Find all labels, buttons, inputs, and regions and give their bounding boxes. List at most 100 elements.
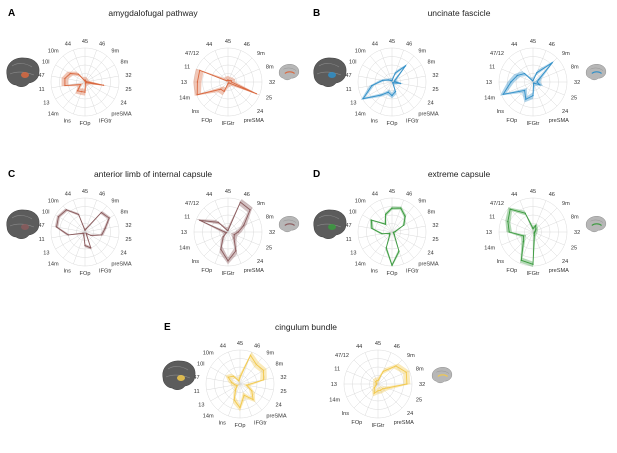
radar-point-9m [228, 79, 231, 82]
radar-point-ins [233, 399, 235, 401]
radar-spoke [519, 81, 534, 114]
tick-label-10l: 10l [42, 210, 49, 216]
radar-point-fop [525, 98, 527, 100]
radar-point-13 [223, 231, 226, 233]
tick-label-11: 11 [489, 64, 495, 70]
radar-point-9m [100, 211, 103, 214]
tick-label-13: 13 [181, 230, 187, 236]
radar-point-11 [507, 220, 509, 223]
brain-icon [279, 216, 300, 233]
radar-point-44 [390, 80, 393, 82]
radar-spoke [519, 50, 534, 83]
radar-point-fop [373, 392, 375, 395]
brain-icon [6, 57, 40, 87]
tick-label-44: 44 [65, 191, 71, 197]
radar-point-44 [531, 80, 534, 82]
radar-spoke [239, 377, 274, 385]
radar-point-ins [222, 236, 224, 238]
tick-label-32: 32 [419, 382, 425, 388]
radar-point-presma [532, 82, 535, 84]
brain-icon [6, 209, 40, 239]
radar-point-ifgtr [90, 247, 92, 249]
tick-label-9m: 9m [418, 49, 426, 55]
tick-label-25: 25 [125, 87, 131, 93]
tick-label-9m: 9m [418, 199, 426, 205]
radar-spoke [227, 68, 260, 83]
tick-label-ins: Ins [371, 269, 379, 275]
radar-point-47 [381, 79, 384, 82]
tick-label-presma: preSMA [418, 111, 438, 117]
radar-spoke [239, 383, 263, 411]
brain-icon [279, 64, 300, 81]
tick-label-ins: Ins [497, 109, 505, 115]
radar-spoke [227, 207, 253, 233]
radar-spread-band [500, 60, 555, 103]
tick-label-45: 45 [225, 39, 231, 45]
radar-spoke [364, 352, 379, 385]
radar-spoke [362, 64, 393, 83]
tick-label-ins: Ins [219, 421, 227, 427]
panel-letter-c: C [8, 169, 15, 180]
tick-label-fop: FOp [201, 268, 212, 274]
tick-label-24: 24 [562, 109, 568, 115]
radar-spoke [364, 383, 379, 416]
tick-label-10l: 10l [197, 362, 204, 368]
radar-spoke [217, 357, 241, 385]
radar-point-45 [377, 379, 379, 382]
tract-highlight [21, 72, 29, 78]
tick-label-44: 44 [372, 191, 378, 197]
radar-point-ins [83, 234, 85, 236]
tick-label-45: 45 [389, 189, 395, 195]
tick-label-8m: 8m [121, 60, 129, 66]
tick-label-fop: FOp [201, 118, 212, 124]
tick-label-presma: preSMA [111, 261, 131, 267]
panel-b-title: uncinate fascicle [428, 8, 491, 18]
radar-point-11 [375, 382, 378, 385]
radar-point-32 [393, 80, 396, 83]
radar-point-25 [246, 384, 248, 386]
tick-label-10l: 10l [349, 60, 356, 66]
tick-label-24: 24 [257, 109, 263, 115]
radar-point-14m [83, 232, 85, 234]
tick-label-24: 24 [257, 259, 263, 265]
radar-point-47 [55, 226, 58, 228]
radar-spoke [369, 55, 393, 83]
radar-point-24 [392, 232, 395, 234]
radar-point-11 [516, 74, 518, 77]
radar-spoke [519, 231, 534, 264]
tick-label-13: 13 [486, 80, 492, 86]
radar-spoke [73, 81, 86, 115]
radar-spoke [501, 81, 534, 96]
brain-sulcus [165, 366, 191, 379]
tick-label-25: 25 [266, 96, 272, 102]
radar-spoke [239, 357, 263, 385]
radar-point-11 [67, 234, 69, 236]
tick-label-44: 44 [511, 42, 517, 48]
radar-point-ins [387, 91, 389, 93]
tick-label-ins: Ins [64, 269, 72, 275]
radar-spoke [84, 55, 108, 83]
radar-point-ifgtr [377, 390, 379, 392]
radar-point-44 [384, 213, 387, 216]
radar-point-8m [403, 224, 405, 226]
radar-point-8m [394, 79, 396, 82]
radar-point-ifgtr [227, 83, 229, 85]
radar-point-44 [238, 380, 240, 382]
tick-label-32: 32 [280, 375, 286, 381]
radar-point-10m [65, 209, 68, 211]
radar-point-45 [84, 229, 86, 231]
radar-spoke [391, 199, 404, 233]
tick-label-24: 24 [276, 403, 282, 409]
tick-label-8m: 8m [428, 60, 436, 66]
radar-point-44 [226, 79, 229, 82]
radar-point-24 [233, 237, 235, 239]
radar-point-14m [234, 388, 237, 390]
panel-letter-e: E [164, 322, 171, 333]
tick-label-13: 13 [43, 101, 49, 107]
radar-spoke [346, 370, 379, 385]
tick-label-fop: FOp [506, 118, 517, 124]
panel-e-title: cingulum bundle [275, 322, 337, 332]
panel-e-radar-right: 45469m8m322524preSMAIFGtrFOpIns14m131147… [329, 341, 425, 429]
